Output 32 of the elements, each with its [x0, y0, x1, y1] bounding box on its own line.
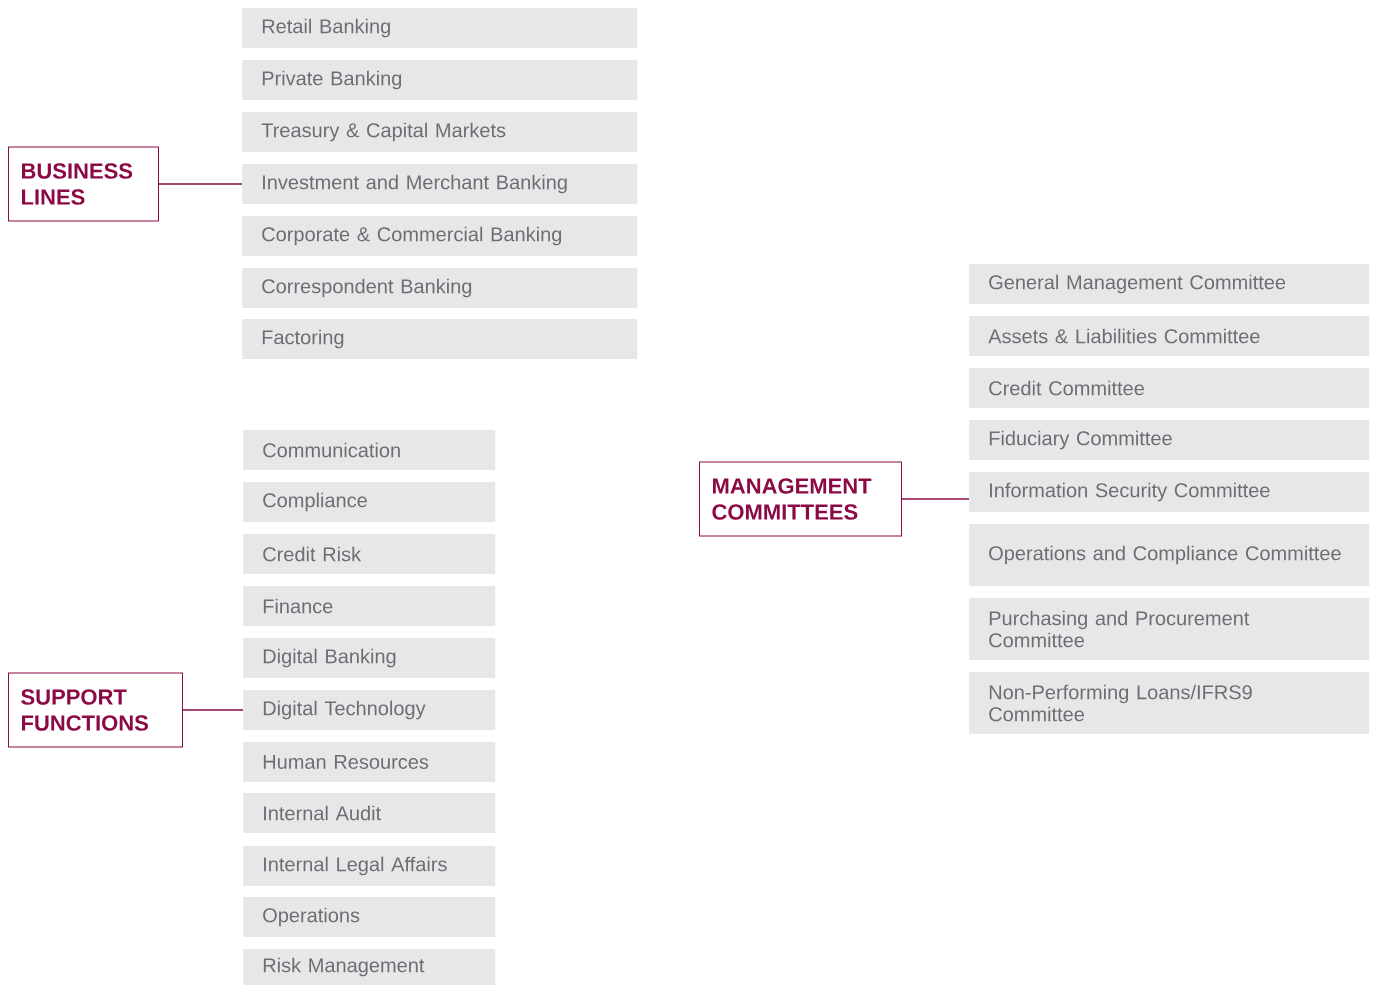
unit-box: Communication [243, 430, 496, 470]
unit-box: Internal Audit [243, 793, 496, 833]
unit-box: Compliance [243, 482, 496, 522]
unit-box: Credit Committee [969, 368, 1370, 408]
unit-box: Digital Technology [243, 690, 496, 730]
unit-box: Purchasing and Procurement Committee [969, 598, 1370, 660]
unit-box: Corporate & Commercial Banking [242, 216, 638, 256]
connector-line [182, 709, 244, 711]
category-box: BUSINESS LINES [8, 146, 159, 222]
unit-box: Human Resources [243, 742, 496, 782]
unit-box: Operations [243, 897, 496, 937]
category-box: SUPPORT FUNCTIONS [8, 672, 183, 748]
unit-box: Fiduciary Committee [969, 420, 1370, 460]
unit-box: Information Security Committee [969, 472, 1370, 512]
unit-box: General Management Committee [969, 264, 1370, 304]
unit-box: Credit Risk [243, 534, 496, 574]
unit-box: Private Banking [242, 60, 638, 100]
unit-box: Treasury & Capital Markets [242, 112, 638, 152]
unit-box: Correspondent Banking [242, 268, 638, 308]
category-box: MANAGEMENT COMMITTEES [699, 461, 902, 537]
unit-box: Investment and Merchant Banking [242, 164, 638, 204]
connector-line [158, 183, 243, 185]
unit-box: Operations and Compliance Committee [969, 524, 1370, 586]
unit-box: Factoring [242, 319, 638, 359]
unit-box: Assets & Liabilities Committee [969, 316, 1370, 356]
unit-box: Non-Performing Loans/IFRS9 Committee [969, 672, 1370, 734]
connector-line [901, 498, 970, 500]
unit-box: Finance [243, 586, 496, 626]
unit-box: Risk Management [243, 949, 496, 985]
unit-box: Retail Banking [242, 8, 638, 48]
unit-box: Internal Legal Affairs [243, 846, 496, 886]
unit-box: Digital Banking [243, 638, 496, 678]
